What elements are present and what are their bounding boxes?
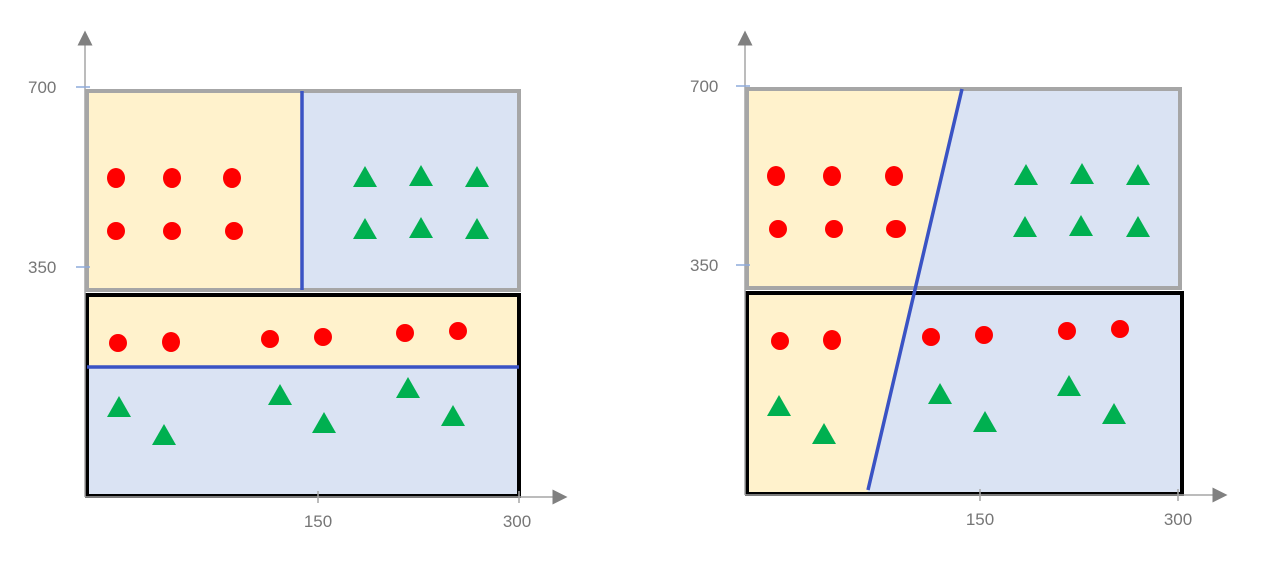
triangle-points bbox=[767, 163, 1150, 444]
triangle-point bbox=[1126, 216, 1150, 237]
triangle-point bbox=[353, 218, 377, 239]
top-box bbox=[745, 87, 1182, 290]
top-yellow-region bbox=[87, 91, 302, 290]
left-panel: 700 350 150 300 bbox=[28, 30, 568, 531]
circle-point bbox=[107, 222, 125, 240]
bottom-box bbox=[745, 291, 1184, 496]
triangle-point bbox=[441, 405, 465, 426]
top-yellow-region bbox=[747, 89, 962, 288]
circle-point bbox=[163, 222, 181, 240]
circle-point bbox=[162, 332, 180, 352]
circle-point bbox=[825, 220, 843, 238]
y-tick-label: 350 bbox=[690, 256, 718, 275]
triangle-point bbox=[409, 165, 433, 186]
x-tick-label: 150 bbox=[966, 510, 994, 529]
right-panel: 700 350 150 300 bbox=[690, 30, 1228, 529]
circle-points bbox=[107, 168, 467, 352]
triangle-point bbox=[812, 423, 836, 444]
triangle-point bbox=[268, 384, 292, 405]
bottom-yellow-region bbox=[87, 295, 519, 367]
circle-point bbox=[163, 168, 181, 188]
triangle-point bbox=[409, 217, 433, 238]
circle-point bbox=[109, 334, 127, 352]
y-tick-label: 350 bbox=[28, 258, 56, 277]
bottom-yellow-region bbox=[747, 293, 914, 494]
triangle-point bbox=[928, 383, 952, 404]
triangle-point bbox=[312, 412, 336, 433]
circle-point bbox=[107, 168, 125, 188]
circle-point bbox=[396, 324, 414, 342]
circle-point bbox=[314, 328, 332, 346]
circle-point bbox=[449, 322, 467, 340]
circle-point bbox=[886, 220, 906, 238]
circle-points bbox=[767, 166, 1129, 350]
triangle-point bbox=[767, 395, 791, 416]
triangle-point bbox=[1013, 216, 1037, 237]
bottom-blue-region bbox=[87, 367, 519, 496]
circle-point bbox=[225, 222, 243, 240]
y-tick-label: 700 bbox=[690, 77, 718, 96]
circle-point bbox=[823, 166, 841, 186]
x-tick-label: 300 bbox=[1164, 510, 1192, 529]
circle-point bbox=[767, 166, 785, 186]
y-tick-label: 700 bbox=[28, 78, 56, 97]
triangle-point bbox=[107, 396, 131, 417]
x-tick-label: 150 bbox=[304, 512, 332, 531]
circle-point bbox=[975, 326, 993, 344]
circle-point bbox=[1111, 320, 1129, 338]
slanted-boundary bbox=[866, 88, 964, 491]
triangle-point bbox=[1069, 215, 1093, 236]
triangle-points bbox=[107, 165, 489, 445]
circle-point bbox=[823, 330, 841, 350]
circle-point bbox=[223, 168, 241, 188]
triangle-point bbox=[1057, 375, 1081, 396]
circle-point bbox=[771, 332, 789, 350]
triangle-point bbox=[353, 166, 377, 187]
triangle-point bbox=[152, 424, 176, 445]
triangle-point bbox=[465, 166, 489, 187]
circle-point bbox=[261, 330, 279, 348]
triangle-point bbox=[1070, 163, 1094, 184]
triangle-point bbox=[973, 411, 997, 432]
circle-point bbox=[922, 328, 940, 346]
circle-point bbox=[1058, 322, 1076, 340]
circle-point bbox=[885, 166, 903, 186]
top-blue-region bbox=[302, 91, 519, 290]
triangle-point bbox=[1102, 403, 1126, 424]
x-tick-label: 300 bbox=[503, 512, 531, 531]
triangle-point bbox=[1014, 164, 1038, 185]
circle-point bbox=[769, 220, 787, 238]
triangle-point bbox=[1126, 164, 1150, 185]
triangle-point bbox=[465, 218, 489, 239]
bottom-box bbox=[85, 293, 521, 498]
triangle-point bbox=[396, 377, 420, 398]
